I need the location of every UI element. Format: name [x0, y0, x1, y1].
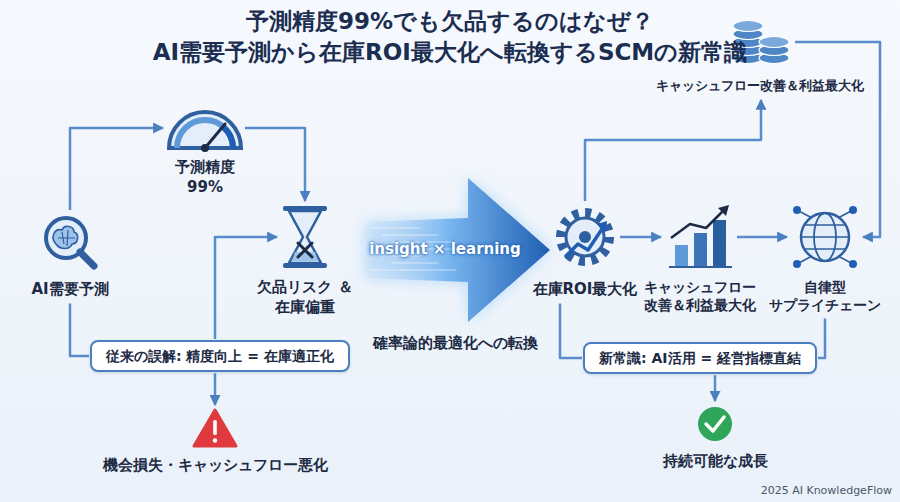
node-text: 機会損失・キャッシュフロー悪化 [103, 456, 328, 476]
bar-chart-icon [675, 245, 688, 267]
globe-network-icon [801, 225, 849, 249]
outcome-label: 機会損失・キャッシュフロー悪化 [103, 456, 328, 476]
gear-icon [561, 213, 609, 261]
gauge-icon [177, 120, 233, 148]
connector [818, 318, 825, 358]
gear-icon [561, 213, 609, 261]
node-text: AI需要予測 [31, 280, 108, 300]
hourglass-icon [292, 252, 318, 261]
brain-magnifier-icon [46, 218, 94, 266]
goal-label: キャッシュフロー改善＆利益最大化 [656, 78, 864, 95]
bar-chart-icon [713, 220, 726, 267]
node-text: キャッシュフロー 改善＆利益最大化 [640, 278, 760, 314]
connector [620, 236, 661, 239]
transition-arrow [365, 178, 550, 322]
node-text: 欠品リスク ＆在庫偏重 [255, 278, 355, 317]
hourglass-icon [298, 243, 312, 257]
coins-icon [759, 37, 789, 48]
caption-text: 確率論的最適化への転換 [373, 334, 538, 353]
connector [737, 236, 787, 239]
gauge-icon [201, 144, 209, 152]
bar-chart-icon [694, 233, 707, 267]
globe-network-icon [849, 206, 857, 214]
brain-magnifier-icon [58, 230, 75, 246]
check-icon [706, 417, 724, 431]
globe-network-icon [797, 210, 853, 264]
bar-chart-icon [718, 205, 729, 216]
gauge-icon [205, 124, 225, 148]
transition-arrow [372, 227, 420, 228]
check-icon [698, 407, 732, 441]
goal-label: 自律型 サプライチェーン [766, 278, 884, 314]
node-text: 在庫ROI最大化 [533, 280, 638, 300]
goal-label: キャッシュフロー 改善＆利益最大化 [640, 278, 760, 314]
gauge-icon [222, 126, 233, 148]
connector [245, 128, 305, 201]
brain-magnifier-icon [53, 226, 78, 248]
gauge-icon [169, 112, 241, 152]
transition-arrow [365, 178, 550, 322]
node-text: 持続可能な成長 [663, 452, 768, 472]
warning-icon [194, 410, 236, 446]
globe-network-icon [793, 260, 801, 268]
hourglass-icon [289, 211, 321, 263]
risk-label: 欠品リスク ＆在庫偏重 [255, 278, 355, 317]
connector [714, 375, 717, 401]
transition-arrow [392, 262, 438, 263]
outcome-label: 持続可能な成長 [663, 452, 768, 472]
node-text: 予測精度 99% [160, 158, 250, 197]
gauge-icon [169, 112, 241, 148]
node-text: 自律型 サプライチェーン [766, 278, 884, 314]
transition-arrow [365, 178, 550, 322]
brain-magnifier-icon [80, 252, 94, 266]
metric-label: 予測精度 99% [160, 158, 250, 197]
warning-icon [213, 438, 217, 442]
gear-icon [566, 226, 604, 256]
transition-arrow [372, 269, 456, 270]
gear-icon [597, 221, 607, 232]
globe-network-icon [793, 206, 857, 268]
connector [214, 373, 217, 405]
connector [70, 304, 89, 357]
connector [560, 304, 582, 359]
watermark: 2025 AI KnowledgeFlow [761, 484, 892, 497]
globe-network-icon [793, 206, 801, 214]
process-label: AI需要予測 [31, 280, 108, 300]
bar-chart-icon [671, 210, 724, 238]
check-icon [698, 407, 732, 441]
bar-chart-icon [669, 266, 732, 268]
node-text: 新常識: AI活用 = 経営指標直結 [599, 349, 801, 367]
callout-box: 新常識: AI活用 = 経営指標直結 [583, 342, 817, 374]
node-text: キャッシュフロー改善＆利益最大化 [656, 78, 864, 95]
globe-network-icon [849, 260, 857, 268]
bar-chart-icon [669, 205, 732, 267]
hourglass-icon [283, 206, 327, 268]
process-label: 在庫ROI最大化 [533, 280, 638, 300]
warning-icon [194, 410, 236, 446]
gear-icon [579, 231, 591, 243]
arrow-label: insight × learning [369, 240, 521, 258]
connector [795, 42, 880, 237]
title: 予測精度99%でも欠品するのはなぜ？ AI需要予測から在庫ROI最大化へ転換する… [110, 6, 790, 68]
node-text: 従来の誤解: 精度向上 = 在庫適正化 [106, 347, 334, 365]
warning-icon [213, 420, 217, 435]
globe-network-icon [801, 213, 849, 261]
connector [70, 128, 163, 210]
transition-arrow [382, 234, 438, 235]
callout-box: 従来の誤解: 精度向上 = 在庫適正化 [90, 340, 350, 372]
coins-icon [733, 21, 763, 32]
connector [585, 100, 761, 201]
